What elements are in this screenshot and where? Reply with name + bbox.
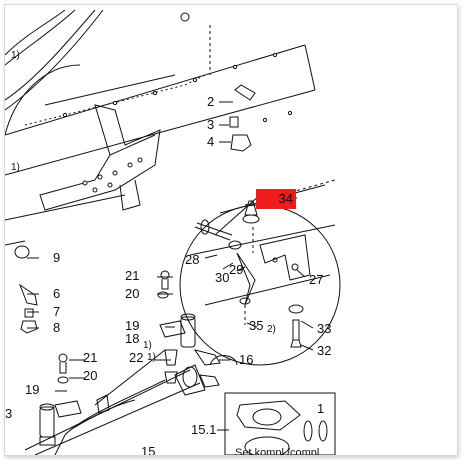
note-1-top: 1) (11, 50, 20, 61)
part-28-label[interactable]: 28 (185, 252, 200, 267)
part-19a-label[interactable]: 19 (125, 318, 140, 333)
exploded-parts-drawing (5, 9, 341, 455)
part-6-label[interactable]: 6 (53, 286, 61, 301)
part-15-1-label[interactable]: 15.1 (191, 422, 217, 437)
part-20a-label[interactable]: 20 (125, 286, 140, 301)
part-2-label[interactable]: 2 (207, 94, 215, 109)
part-30-label[interactable]: 30 (215, 270, 230, 285)
part-20b-label[interactable]: 20 (83, 368, 98, 383)
part-7-label[interactable]: 7 (53, 304, 61, 319)
part-15-label[interactable]: 15 (141, 444, 156, 456)
note-18: 1) (143, 340, 152, 351)
part-3-label[interactable]: 3 (207, 117, 215, 132)
part-29-label[interactable]: 29 (229, 262, 244, 277)
part-33-label[interactable]: 33 (317, 321, 332, 336)
part-8-label[interactable]: 8 (53, 320, 61, 335)
part-22-label[interactable]: 22 (129, 350, 144, 365)
part-16-label[interactable]: 16 (239, 352, 254, 367)
part-3-edge-label[interactable]: 3 (5, 406, 13, 421)
part-21a-label[interactable]: 21 (125, 268, 140, 283)
note-1-left: 1) (11, 162, 20, 173)
part-9-label[interactable]: 9 (53, 250, 61, 265)
part-35-label[interactable]: 35 (249, 318, 264, 333)
part-34-highlight[interactable]: 34 (256, 189, 296, 209)
part-4-label[interactable]: 4 (207, 134, 215, 149)
part-34-label: 34 (278, 191, 293, 206)
set-caption: Set kompl./compl. (235, 447, 323, 456)
part-19b-label[interactable]: 19 (25, 382, 40, 397)
part-1-set-label[interactable]: 1 (317, 401, 325, 416)
note-22: 1) (147, 352, 156, 363)
note-35: 2) (267, 324, 276, 335)
part-27-label[interactable]: 27 (309, 272, 324, 287)
part-18-label[interactable]: 18 (125, 331, 140, 346)
part-32-label[interactable]: 32 (317, 343, 332, 358)
part-21b-label[interactable]: 21 (83, 350, 98, 365)
drawing-frame: 34 1) 2 3 4 1) 9 6 7 8 21 20 19 18 1) 22… (4, 4, 458, 456)
